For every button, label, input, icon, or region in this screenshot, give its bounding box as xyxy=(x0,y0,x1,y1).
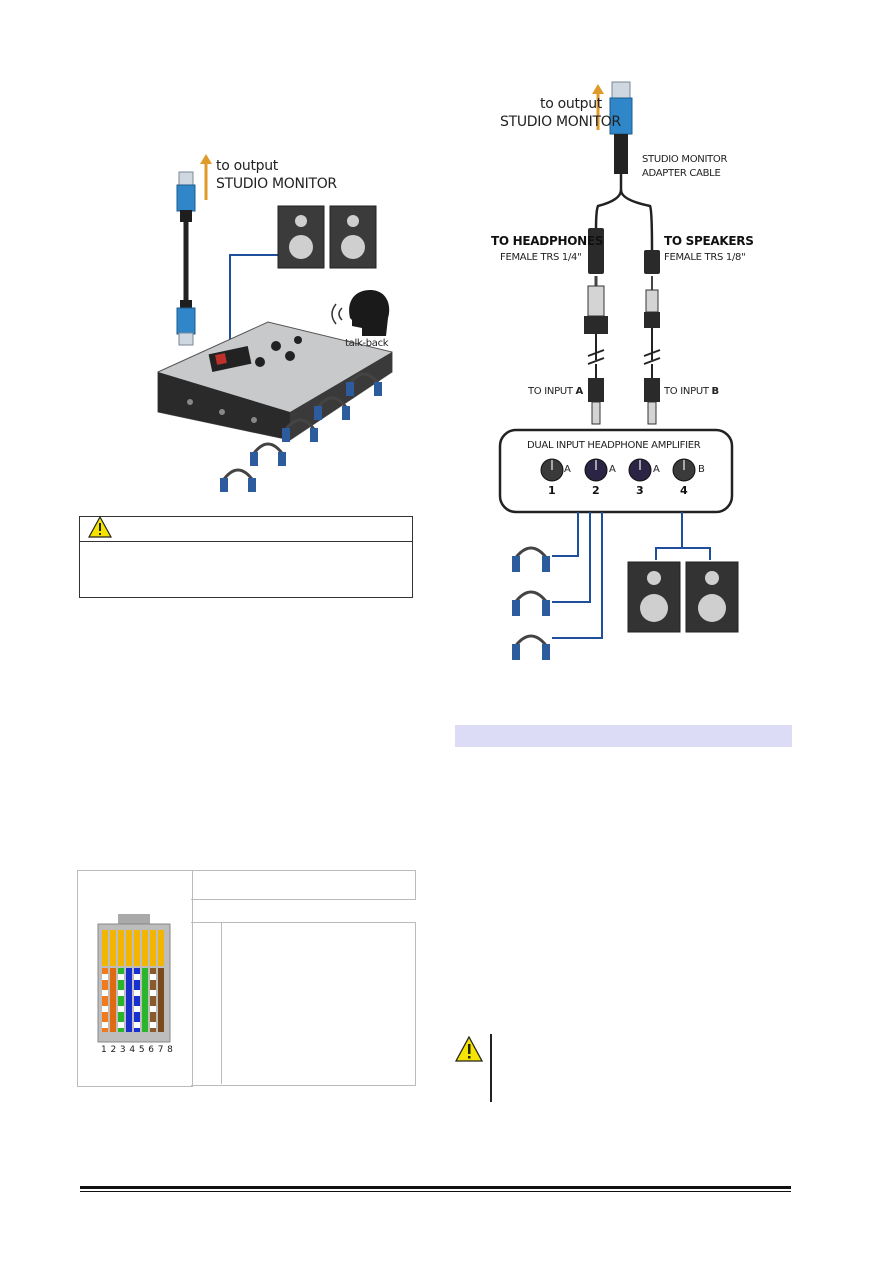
knob-3-letter: A xyxy=(653,464,660,475)
pin-2: 2 xyxy=(110,1045,117,1055)
section-heading-bar xyxy=(455,725,792,747)
adapter-label-line2: ADAPTER CABLE xyxy=(642,168,721,179)
right-figure xyxy=(498,81,739,660)
knob-2-letter: A xyxy=(609,464,616,475)
amp-knobs xyxy=(540,458,696,482)
headphones-icon-row xyxy=(220,372,382,492)
talkback-label: talk-back xyxy=(345,338,389,349)
warning-divider-right xyxy=(490,1034,492,1102)
knob-2-number: 2 xyxy=(592,484,600,497)
input-a-label: TO INPUT A xyxy=(528,386,583,397)
left-arrow-label-line2: STUDIO MONITOR xyxy=(216,176,337,192)
pin-7: 7 xyxy=(157,1045,164,1055)
speakers-subtitle: FEMALE TRS 1/8" xyxy=(664,252,746,263)
left-arrow-label-line1: to output xyxy=(216,158,278,174)
rj45-pin-numbers: 1 2 3 4 5 6 7 8 xyxy=(101,1045,173,1055)
footer-rule-thin xyxy=(80,1191,791,1192)
footer-rule-thick xyxy=(80,1186,791,1189)
pin-1: 1 xyxy=(101,1045,107,1055)
headphones-icon-stack xyxy=(512,546,550,660)
table-body-box xyxy=(191,922,416,1086)
amp-title: DUAL INPUT HEADPHONE AMPLIFIER xyxy=(527,440,701,451)
adapter-label-line1: STUDIO MONITOR xyxy=(642,154,728,165)
knob-4-letter: B xyxy=(698,464,705,475)
pin-8: 8 xyxy=(167,1045,173,1055)
knob-3-number: 3 xyxy=(636,484,644,497)
rj45-pinout-frame xyxy=(77,870,193,1087)
input-b-label: TO INPUT B xyxy=(664,386,719,397)
right-arrow-label-line1: to output xyxy=(540,96,602,112)
speaker-pair-right xyxy=(627,561,739,633)
table-column-divider xyxy=(221,922,222,1084)
talkback-head-icon xyxy=(331,290,390,336)
headphones-subtitle: FEMALE TRS 1/4" xyxy=(500,252,582,263)
dy1000-device xyxy=(157,321,393,441)
warning-icon-right xyxy=(455,1036,483,1062)
left-figure xyxy=(157,154,393,492)
table-header-box xyxy=(191,870,416,900)
rj45-plug-top xyxy=(176,171,196,222)
warning-box-left xyxy=(79,516,413,598)
speaker-right xyxy=(329,205,377,269)
pin-4: 4 xyxy=(129,1045,136,1055)
pin-5: 5 xyxy=(138,1045,145,1055)
right-arrow-label-line2: STUDIO MONITOR xyxy=(500,114,621,130)
headphones-title: TO HEADPHONES xyxy=(491,234,604,248)
speaker-left xyxy=(277,205,325,269)
knob-1-number: 1 xyxy=(548,484,556,497)
pin-6: 6 xyxy=(148,1045,154,1055)
knob-4-number: 4 xyxy=(680,484,688,497)
headphone-amplifier-box xyxy=(498,428,734,514)
pin-3: 3 xyxy=(119,1045,126,1055)
warning-icon xyxy=(88,516,112,538)
knob-1-letter: A xyxy=(564,464,571,475)
rj45-connector-diagram xyxy=(97,914,171,1043)
rj45-plug-bottom xyxy=(176,300,196,346)
speakers-title: TO SPEAKERS xyxy=(664,234,754,248)
